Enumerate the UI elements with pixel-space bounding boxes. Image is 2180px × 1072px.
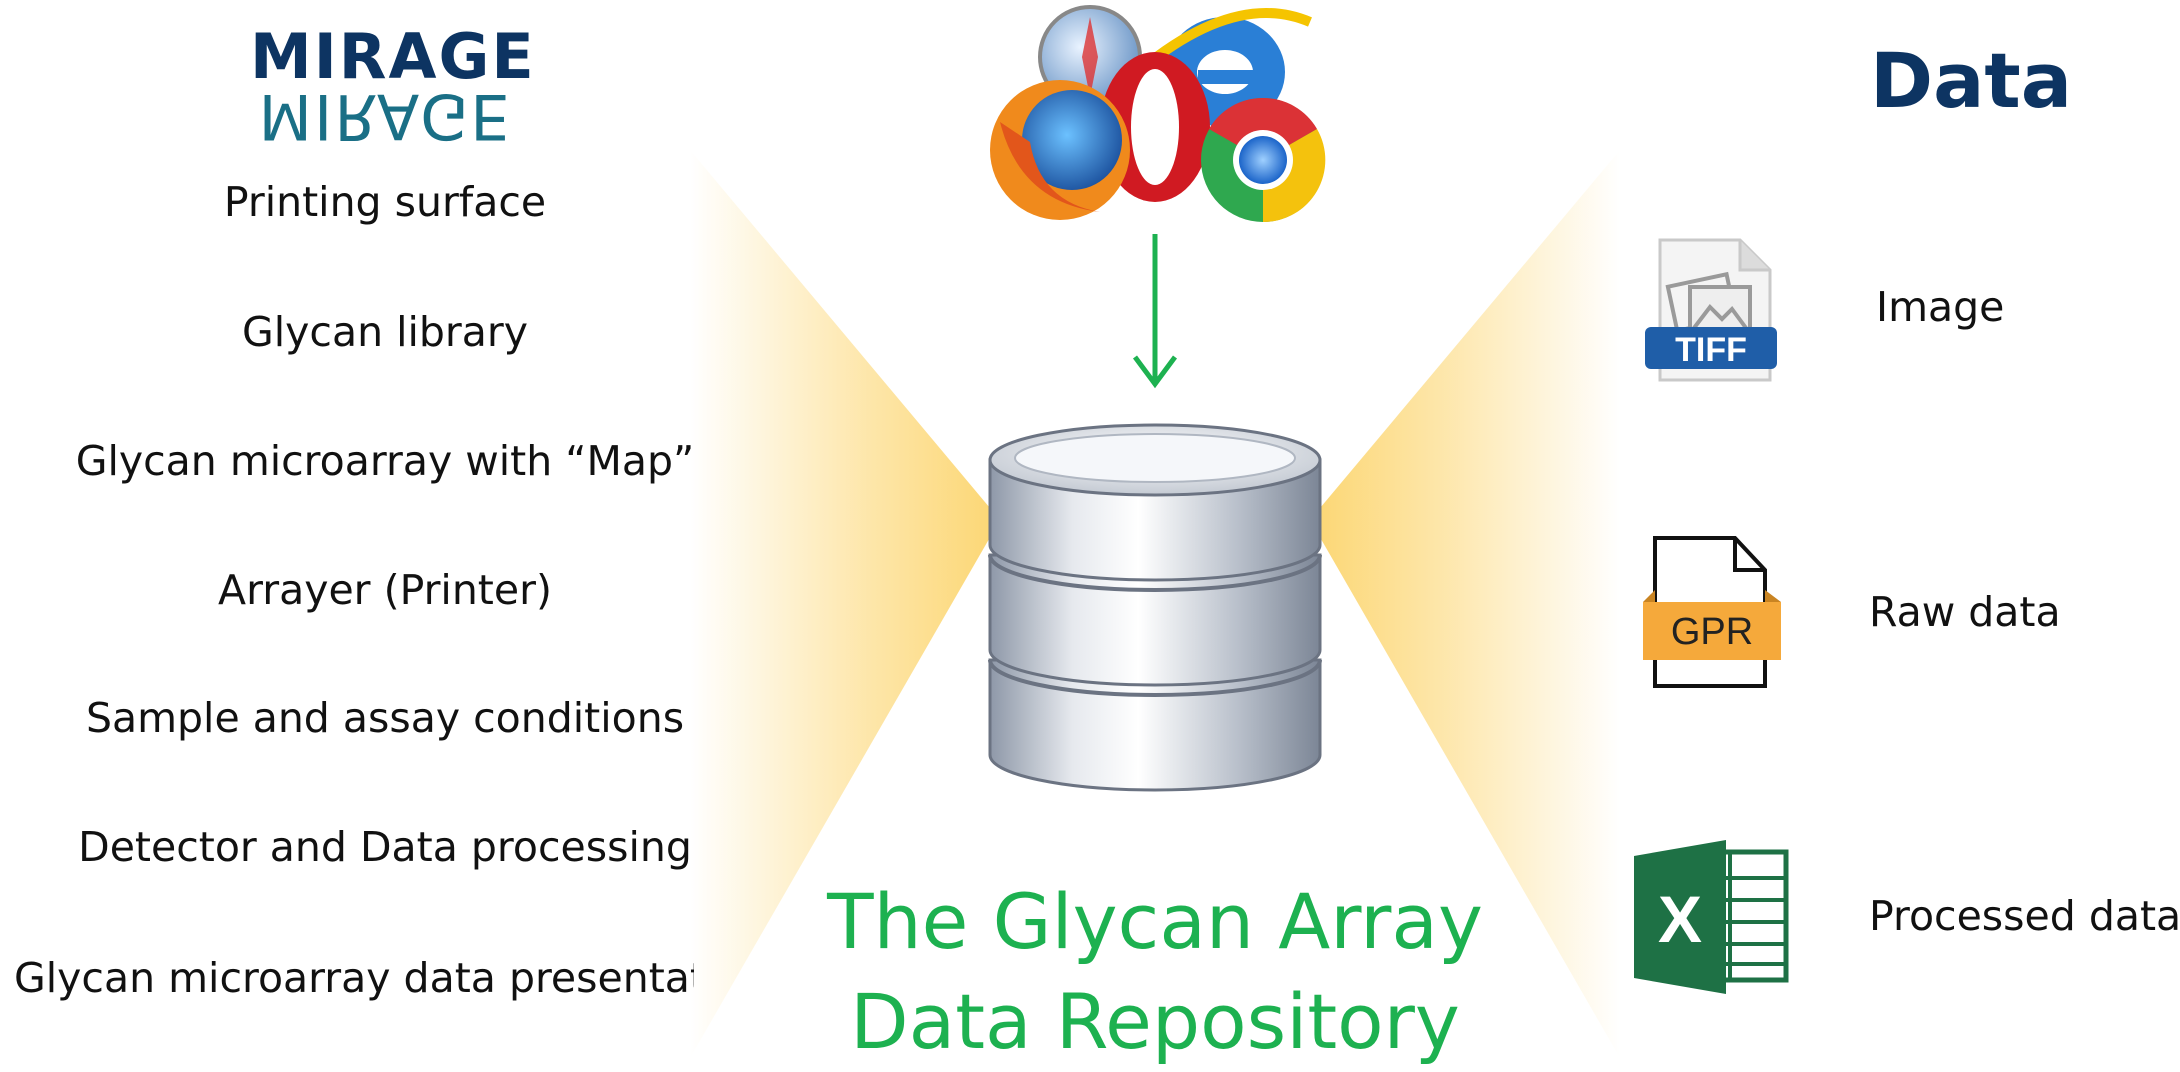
right-label-processed-data: Processed data — [1869, 892, 2180, 940]
left-item-glycan-library: Glycan library — [241, 308, 529, 356]
left-item-printing-surface: Printing surface — [223, 178, 547, 226]
gpr-file-icon: GPR — [1643, 536, 1781, 688]
logo-reflection: MIRAGE — [258, 90, 512, 142]
tiff-file-icon: TIFF — [1645, 238, 1777, 382]
left-item-detector: Detector and Data processing — [78, 823, 692, 871]
left-item-sample-assay: Sample and assay conditions — [85, 694, 685, 742]
excel-badge: X — [1658, 882, 1702, 956]
right-beam — [1310, 150, 1620, 1058]
mirage-logo: MIRAGE MIRAGE — [250, 20, 536, 144]
right-label-raw-data: Raw data — [1869, 588, 2061, 636]
left-item-arrayer: Arrayer (Printer) — [218, 566, 552, 614]
repository-title: The Glycan Array Data Repository — [800, 872, 1510, 1072]
arrow-down-icon — [1132, 234, 1178, 389]
data-title: Data — [1870, 36, 2072, 125]
left-beam — [690, 150, 1000, 1058]
tiff-badge: TIFF — [1675, 331, 1747, 369]
gpr-badge: GPR — [1671, 611, 1753, 653]
left-item-glycan-microarray-map: Glycan microarray with “Map” — [75, 437, 695, 485]
excel-icon: X — [1634, 840, 1789, 994]
left-item-data-presentation: Glycan microarray data presentatio — [14, 954, 694, 1002]
browsers-icon — [990, 5, 1326, 223]
right-label-image: Image — [1876, 283, 2005, 331]
database-icon — [988, 423, 1322, 792]
repository-title-line1: The Glycan Array — [827, 877, 1483, 966]
repository-title-line2: Data Repository — [850, 977, 1460, 1066]
logo-text: MIRAGE — [250, 20, 536, 93]
